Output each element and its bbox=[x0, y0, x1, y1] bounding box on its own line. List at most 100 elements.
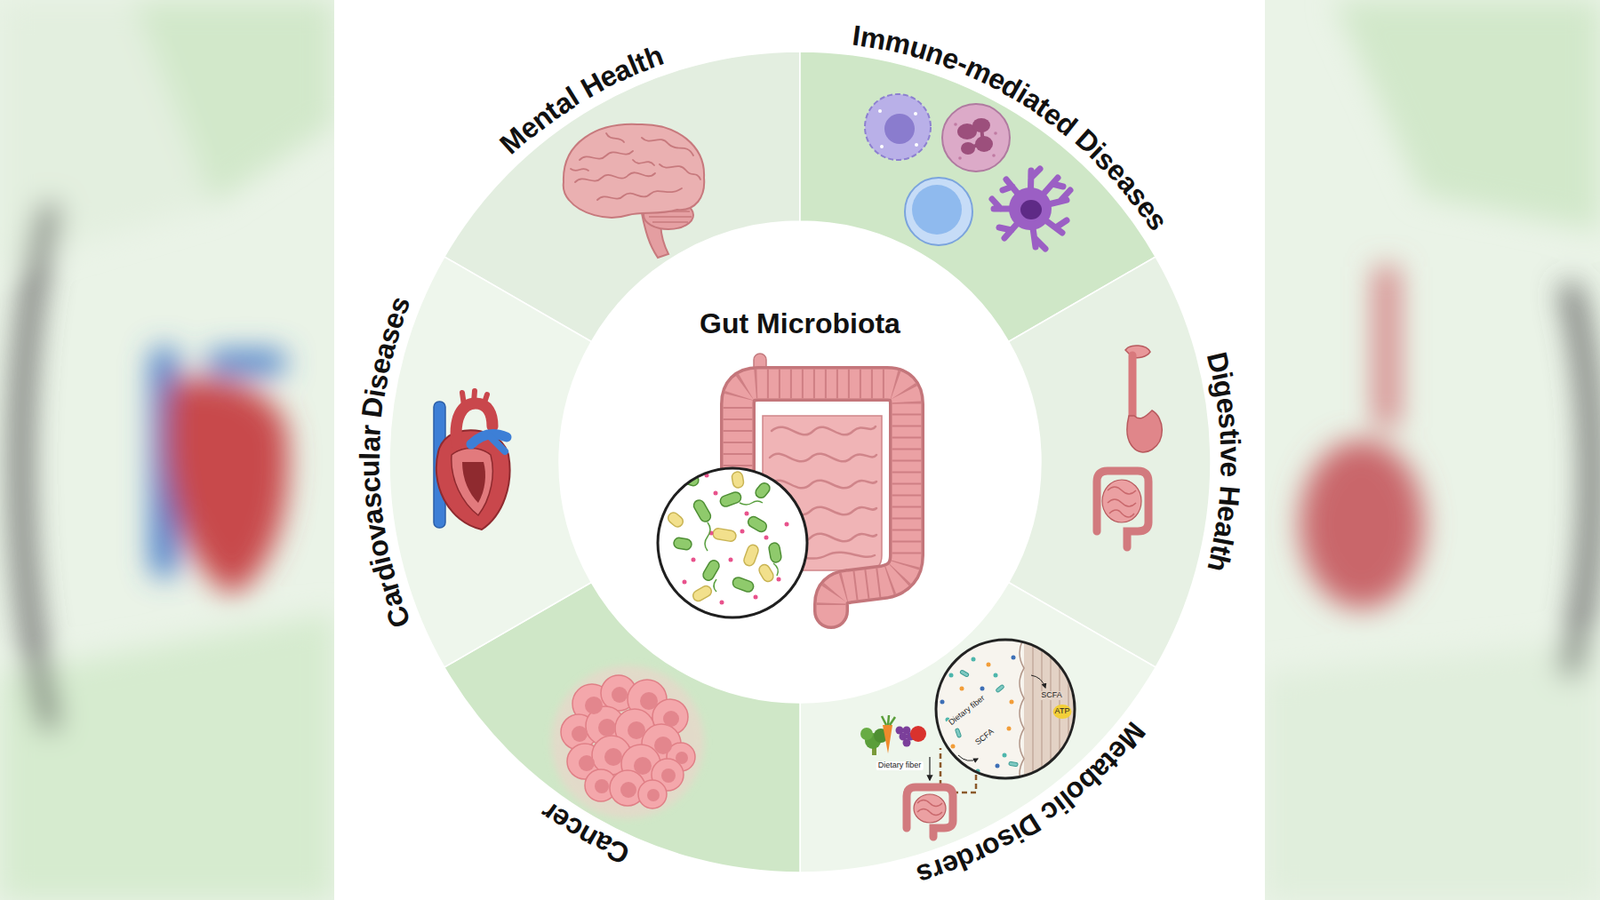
tumor-icon bbox=[661, 768, 676, 784]
gut-illustration bbox=[737, 384, 907, 612]
gut-illustration bbox=[768, 542, 783, 564]
label-glyph: s bbox=[354, 491, 389, 511]
metabolic-inset bbox=[928, 757, 930, 781]
digestive-tract-icon bbox=[1096, 345, 1162, 548]
gut-illustration bbox=[665, 471, 789, 605]
immune-cells-icon bbox=[1030, 208, 1067, 233]
gut-illustration bbox=[682, 473, 790, 606]
white-panel bbox=[334, 0, 1265, 900]
label-glyph: c bbox=[353, 476, 388, 495]
brain-icon bbox=[563, 124, 705, 258]
gut-illustration bbox=[720, 600, 725, 606]
metabolic-inset bbox=[995, 764, 1000, 769]
immune-cells-icon bbox=[992, 199, 1031, 209]
label-holder: ATP bbox=[1053, 704, 1072, 720]
tumor-icon bbox=[620, 782, 637, 799]
gut-illustration bbox=[769, 480, 877, 489]
gut-illustration bbox=[753, 353, 767, 390]
tumor-icon bbox=[654, 736, 672, 755]
gut-illustration bbox=[691, 558, 696, 563]
brain-icon bbox=[659, 164, 701, 180]
metabolic-inset bbox=[958, 755, 978, 761]
immune-cells-icon bbox=[880, 144, 884, 149]
tumor-icon bbox=[571, 687, 688, 802]
metabolic-inset bbox=[986, 663, 992, 668]
gut-illustration bbox=[769, 454, 877, 463]
immune-cells-icon bbox=[884, 113, 915, 144]
gut-illustration bbox=[713, 491, 719, 496]
gut-illustration bbox=[769, 534, 877, 543]
immune-cells-icon bbox=[1030, 190, 1071, 209]
heart-icon bbox=[451, 448, 494, 517]
tumor-icon bbox=[584, 696, 603, 715]
gut-illustration bbox=[771, 426, 876, 435]
inset-label: Dietary fiber bbox=[876, 761, 924, 771]
digestive-tract-icon bbox=[1096, 471, 1149, 548]
gut-illustration bbox=[682, 472, 700, 488]
digestive-tract-icon bbox=[1127, 410, 1162, 453]
gut-illustration bbox=[657, 468, 808, 618]
blurred-backdrop bbox=[0, 0, 214, 267]
metabolic-inset bbox=[873, 728, 888, 744]
metabolic-inset bbox=[906, 787, 953, 838]
gut-illustration bbox=[657, 468, 808, 618]
heart-icon bbox=[433, 391, 511, 530]
gut-illustration bbox=[745, 514, 768, 534]
gut-illustration bbox=[713, 579, 717, 592]
metabolic-inset bbox=[980, 687, 985, 692]
tumor-icon bbox=[666, 743, 696, 772]
metabolic-inset bbox=[913, 794, 946, 824]
segment-label: Cancer bbox=[534, 794, 636, 872]
digestive-tract-icon bbox=[1107, 487, 1136, 518]
metabolic-inset bbox=[960, 687, 965, 692]
center-title: Gut Microbiota bbox=[559, 307, 1041, 341]
label-holder: SCFA bbox=[972, 727, 998, 750]
immune-cells-icon bbox=[957, 123, 977, 140]
immune-cells-icon bbox=[993, 131, 998, 136]
segment-label: Mental Health bbox=[493, 39, 669, 162]
label-glyph: s bbox=[1211, 411, 1246, 431]
immune-cells-icon bbox=[1008, 187, 1052, 231]
gut-illustration bbox=[704, 501, 778, 592]
ring-segment: Cardiovascular Diseases bbox=[352, 256, 592, 668]
label-glyph: v bbox=[1213, 446, 1247, 463]
blurred-backdrop bbox=[165, 379, 289, 596]
metabolic-inset bbox=[951, 744, 956, 750]
label-holder: Dietary fiber bbox=[945, 693, 988, 729]
metabolic-inset bbox=[882, 725, 893, 754]
immune-cells-icon bbox=[913, 112, 918, 116]
metabolic-inset bbox=[1024, 638, 1078, 784]
tumor-icon bbox=[585, 706, 625, 746]
gut-illustration bbox=[753, 595, 759, 600]
tumor-icon bbox=[609, 770, 646, 807]
tumor-icon bbox=[560, 714, 597, 751]
gut-illustration bbox=[682, 580, 688, 585]
brain-icon bbox=[579, 151, 633, 160]
gut-illustration bbox=[701, 559, 721, 584]
metabolic-inset bbox=[1011, 656, 1016, 661]
gut-illustration bbox=[657, 353, 907, 618]
tumor-icon bbox=[627, 680, 667, 720]
gut-illustration bbox=[742, 544, 760, 568]
tumor-icon bbox=[600, 675, 637, 712]
immune-cells-icon bbox=[942, 104, 1010, 172]
immune-cells-icon bbox=[992, 153, 996, 158]
metabolic-inset bbox=[952, 773, 976, 793]
metabolic-inset bbox=[936, 640, 1075, 779]
metabolic-inset bbox=[939, 748, 943, 786]
digestive-tract-icon bbox=[1125, 345, 1151, 359]
metabolic-inset bbox=[872, 743, 877, 756]
tumor-icon bbox=[611, 687, 628, 704]
gut-illustration bbox=[719, 490, 744, 508]
gut-illustration bbox=[672, 536, 693, 551]
tumor-icon bbox=[572, 684, 612, 724]
brain-icon bbox=[570, 133, 701, 200]
tumor-icon bbox=[584, 769, 617, 802]
metabolic-inset bbox=[906, 733, 915, 742]
label-holder: Dietary fiber bbox=[876, 761, 924, 771]
heart-icon bbox=[456, 403, 493, 445]
gut-illustration bbox=[709, 531, 714, 536]
brain-icon bbox=[641, 213, 669, 258]
metabolic-inset bbox=[903, 727, 912, 736]
label-glyph: a bbox=[353, 435, 388, 453]
